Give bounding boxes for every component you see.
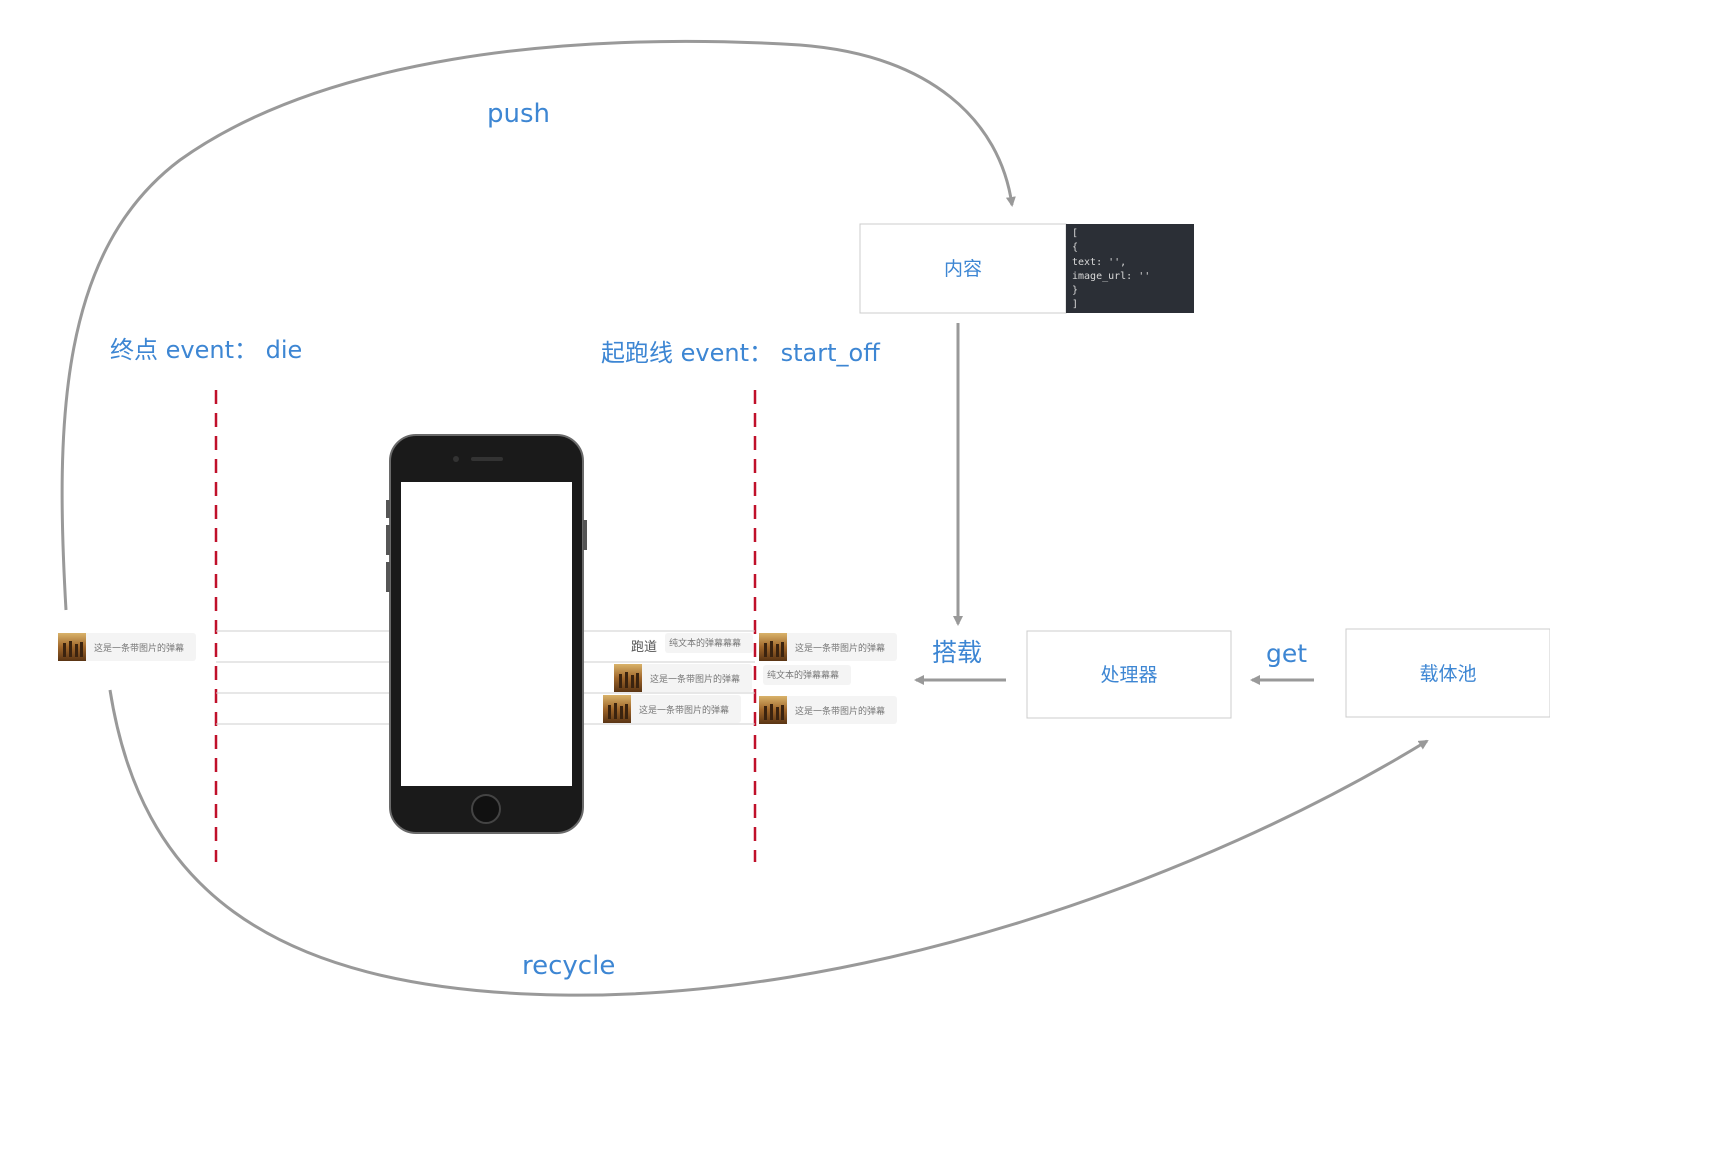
push-label: push <box>487 99 550 129</box>
danmaku-image-chip: 这是一条带图片的弹幕 <box>759 696 897 724</box>
speaker-icon <box>471 457 503 461</box>
code-line-2: { <box>1072 242 1078 253</box>
pool-box <box>1345 628 1550 718</box>
camera-icon <box>453 456 459 462</box>
runway-label: 跑道 <box>631 640 657 655</box>
code-line-1: [ <box>1072 228 1078 239</box>
recycle-arrow <box>108 689 1429 997</box>
mount-label: 搭载 <box>932 638 982 667</box>
svg-text:这是一条带图片的弹幕: 这是一条带图片的弹幕 <box>795 705 885 717</box>
phone <box>386 434 587 834</box>
danmaku-image-chip: 这是一条带图片的弹幕 <box>759 633 897 661</box>
content-box-label: 内容 <box>944 258 982 280</box>
svg-text:这是一条带图片的弹幕: 这是一条带图片的弹幕 <box>639 704 729 716</box>
processor-box <box>1026 630 1232 719</box>
content-box <box>859 223 1067 314</box>
home-button-icon <box>471 794 501 824</box>
code-panel <box>1066 224 1194 313</box>
code-line-3: text: '', <box>1072 257 1126 268</box>
svg-text:这是一条带图片的弹幕: 这是一条带图片的弹幕 <box>650 673 740 685</box>
code-line-5: } <box>1072 285 1078 296</box>
danmaku-text-chip: 纯文本的弹幕幕幕 <box>665 633 753 653</box>
danmaku-flow-diagram: push recycle 内容 [ { text: '', image_url:… <box>58 39 1550 997</box>
pool-box-label: 载体池 <box>1419 663 1476 685</box>
danmaku-image-chip: 这是一条带图片的弹幕 <box>58 633 196 661</box>
phone-screen <box>401 482 572 786</box>
svg-text:这是一条带图片的弹幕: 这是一条带图片的弹幕 <box>795 642 885 654</box>
code-line-6: ] <box>1072 299 1078 310</box>
svg-text:纯文本的弹幕幕幕: 纯文本的弹幕幕幕 <box>669 637 741 649</box>
danmaku-text-chip: 纯文本的弹幕幕幕 <box>763 665 851 685</box>
svg-text:纯文本的弹幕幕幕: 纯文本的弹幕幕幕 <box>767 669 839 681</box>
start-line-label: 起跑线 event： start_off <box>601 339 880 367</box>
push-arrow <box>60 39 1016 611</box>
recycle-label: recycle <box>522 951 615 981</box>
danmaku-image-chip: 这是一条带图片的弹幕 <box>614 664 752 692</box>
svg-text:这是一条带图片的弹幕: 这是一条带图片的弹幕 <box>94 642 184 654</box>
code-line-4: image_url: '' <box>1072 271 1150 282</box>
danmaku-image-chip: 这是一条带图片的弹幕 <box>603 695 741 723</box>
get-label: get <box>1266 639 1307 668</box>
end-line-label: 终点 event： die <box>110 336 302 364</box>
processor-box-label: 处理器 <box>1100 664 1157 686</box>
